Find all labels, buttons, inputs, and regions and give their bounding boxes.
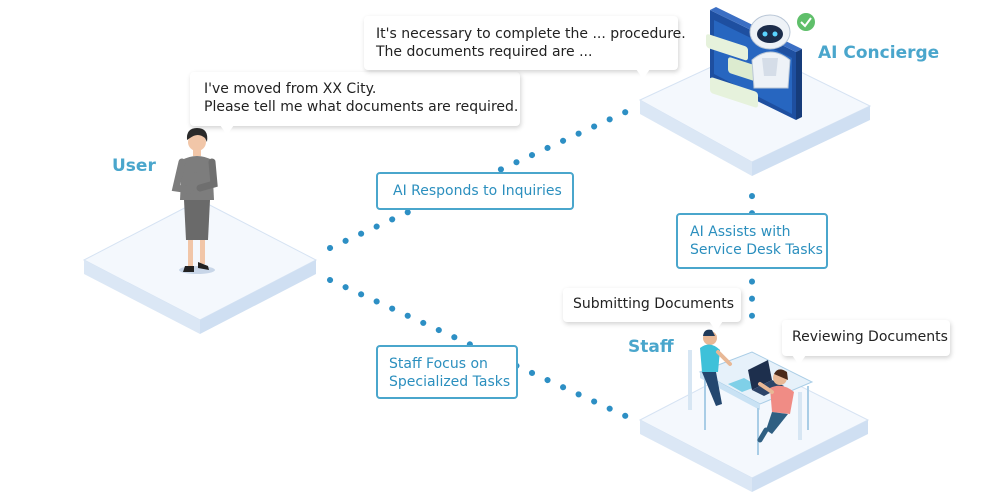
user-speech-bubble: I've moved from XX City. Please tell me … (190, 72, 520, 135)
woman-user-icon (171, 128, 218, 274)
ai-assists-box: AI Assists with Service Desk Tasks (676, 213, 828, 269)
reviewing-documents-text: Reviewing Documents (792, 329, 948, 345)
ai-concierge-icon (706, 7, 815, 120)
ai-speech-line: It's necessary to complete the ... proce… (376, 26, 686, 42)
ai-speech-line: The documents required are ... (376, 44, 593, 60)
staff-man-icon (688, 329, 732, 410)
ai-responds-box: AI Responds to Inquiries (376, 172, 574, 210)
staff-woman-icon (757, 369, 802, 443)
staff-focus-box: Staff Focus on Specialized Tasks (376, 345, 518, 399)
staff-label: Staff (628, 337, 674, 357)
user-label: User (112, 156, 156, 176)
robot-icon (749, 14, 791, 89)
submitting-documents-bubble: Submitting Documents (563, 288, 741, 331)
user-speech-line: I've moved from XX City. (204, 81, 377, 97)
check-icon (797, 13, 815, 31)
ai-responds-text: AI Responds to Inquiries (393, 183, 562, 199)
submitting-documents-text: Submitting Documents (573, 296, 735, 312)
ai-concierge-label: AI Concierge (818, 43, 940, 63)
connector-user-ai (327, 107, 633, 251)
reviewing-documents-bubble: Reviewing Documents (782, 320, 950, 365)
staff-focus-text: Specialized Tasks (389, 374, 511, 390)
user-speech-line: Please tell me what documents are requir… (204, 99, 519, 115)
staff-focus-text: Staff Focus on (389, 356, 488, 372)
connector-user-staff (327, 277, 633, 421)
staff-platform (638, 361, 870, 492)
ai-speech-bubble: It's necessary to complete the ... proce… (364, 16, 686, 79)
ai-assists-text: Service Desk Tasks (690, 242, 823, 258)
ai-assists-text: AI Assists with (690, 224, 791, 240)
